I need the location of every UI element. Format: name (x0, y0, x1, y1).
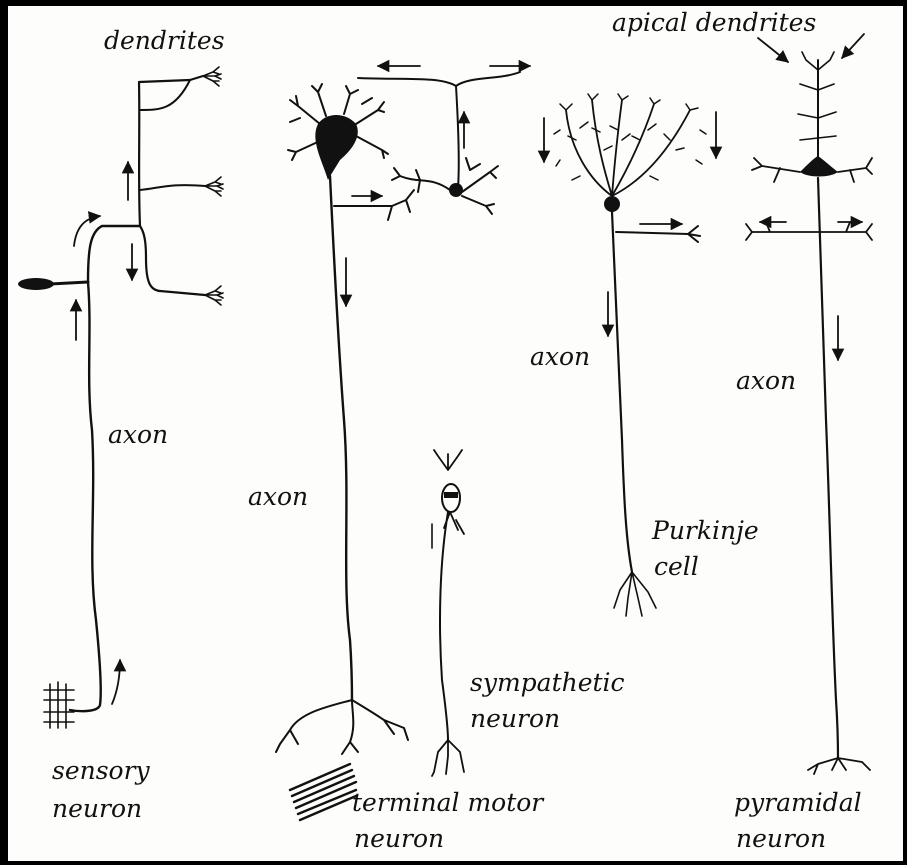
interneuron (358, 66, 530, 220)
label-motor-line1: terminal motor (352, 790, 543, 815)
label-dendrites: dendrites (104, 28, 225, 53)
label-axon-purkinje: axon (530, 344, 590, 369)
label-sensory-line1: sensory (52, 758, 150, 783)
label-sympathetic-line1: sympathetic (470, 670, 625, 695)
label-motor-line2: neuron (354, 826, 444, 851)
label-pyramidal-line2: neuron (736, 826, 826, 851)
label-purkinje-line1: Purkinje (652, 518, 759, 543)
label-sympathetic-line2: neuron (470, 706, 560, 731)
label-purkinje-line2: cell (654, 554, 699, 579)
sympathetic-neuron (432, 450, 464, 776)
label-axon-pyramidal: axon (736, 368, 796, 393)
label-axon-sensory: axon (108, 422, 168, 447)
label-sensory-line2: neuron (52, 796, 142, 821)
sensory-neuron (18, 67, 223, 728)
terminal-motor-neuron (276, 84, 408, 820)
label-axon-motor: axon (248, 484, 308, 509)
label-pyramidal-line1: pyramidal (734, 790, 862, 815)
pyramidal-neuron (746, 34, 872, 774)
label-apical-dendrites: apical dendrites (612, 10, 816, 35)
